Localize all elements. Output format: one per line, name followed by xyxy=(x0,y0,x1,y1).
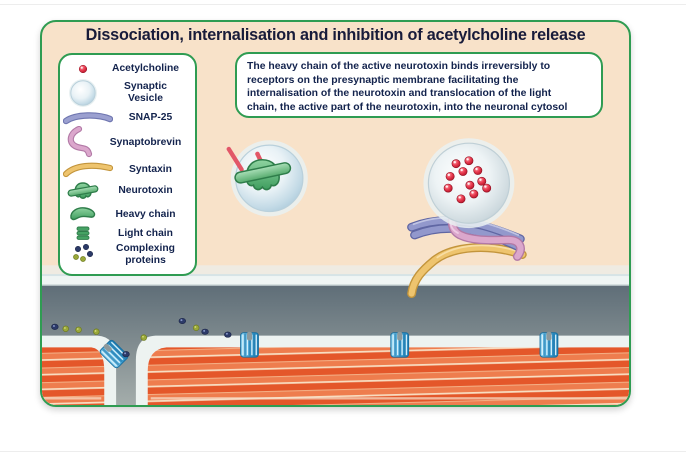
muscle-fiber-left xyxy=(42,347,105,405)
legend-item-light-chain: Light chain xyxy=(63,226,192,241)
diagram-canvas xyxy=(42,138,629,405)
light-chain-icon xyxy=(63,226,103,241)
legend-label: Heavy chain xyxy=(115,208,176,220)
legend-item-synaptic-vesicle: Synaptic Vesicle xyxy=(63,77,192,109)
info-line: chain, the active part of the neurotoxin… xyxy=(247,101,568,113)
ach-receptor-icon xyxy=(389,330,410,359)
heavy-chain-icon xyxy=(63,205,103,225)
muscle-fiber-right xyxy=(147,347,629,405)
legend-label: Complexing proteins xyxy=(116,243,175,267)
legend-label: Synaptobrevin xyxy=(109,136,182,148)
complexing-proteins-icon xyxy=(63,244,103,266)
legend-item-syntaxin: Syntaxin xyxy=(63,161,192,178)
legend-box: Acetylcholine Synaptic Vesicle xyxy=(58,53,197,276)
muscle-fiber xyxy=(42,347,629,405)
presynaptic-cytosol-edge xyxy=(42,265,629,275)
legend-item-synaptobrevin: Synaptobrevin xyxy=(63,126,192,159)
synaptobrevin-icon xyxy=(63,126,103,159)
legend-label: Syntaxin xyxy=(129,163,172,175)
legend-label: Acetylcholine xyxy=(112,62,179,74)
syntaxin-icon xyxy=(63,161,113,178)
neurotoxin-icon xyxy=(63,180,103,203)
ach-receptor-icon xyxy=(239,330,260,359)
page-title: Dissociation, internalisation and inhibi… xyxy=(85,26,586,44)
synaptic-vesicle-icon xyxy=(63,77,103,109)
docked-acetylcholine-vesicle xyxy=(423,138,515,229)
acetylcholine-icon xyxy=(63,64,103,74)
ach-receptor-icon xyxy=(539,330,559,359)
legend-label: Synaptic Vesicle xyxy=(124,80,167,104)
legend-item-acetylcholine: Acetylcholine xyxy=(63,62,192,75)
legend-item-snap25: SNAP-25 xyxy=(63,111,192,125)
syntaxin-strand xyxy=(407,243,527,299)
info-box: The heavy chain of the active neurotoxin… xyxy=(235,52,603,118)
legend-item-complexing-proteins: Complexing proteins xyxy=(63,243,192,267)
legend-label: SNAP-25 xyxy=(128,111,173,123)
presynaptic-membrane xyxy=(42,274,629,286)
info-line: internalisation of the neurotoxin and tr… xyxy=(247,88,552,100)
neurotoxin-inside-vesicle xyxy=(234,158,292,191)
figure-panel: Dissociation, internalisation and inhibi… xyxy=(40,20,631,407)
top-frame-line xyxy=(0,4,686,5)
info-line: receptors on the presynaptic membrane fa… xyxy=(247,74,519,86)
legend-label: Light chain xyxy=(118,228,173,240)
legend-item-neurotoxin: Neurotoxin xyxy=(63,180,192,203)
legend-item-heavy-chain: Heavy chain xyxy=(63,205,192,225)
bottom-frame-line xyxy=(0,451,686,452)
internalised-neurotoxin-vesicle xyxy=(226,140,308,217)
info-line: The heavy chain of the active neurotoxin… xyxy=(247,61,551,72)
snap25-icon xyxy=(63,111,113,125)
legend-label: Neurotoxin xyxy=(118,185,173,197)
